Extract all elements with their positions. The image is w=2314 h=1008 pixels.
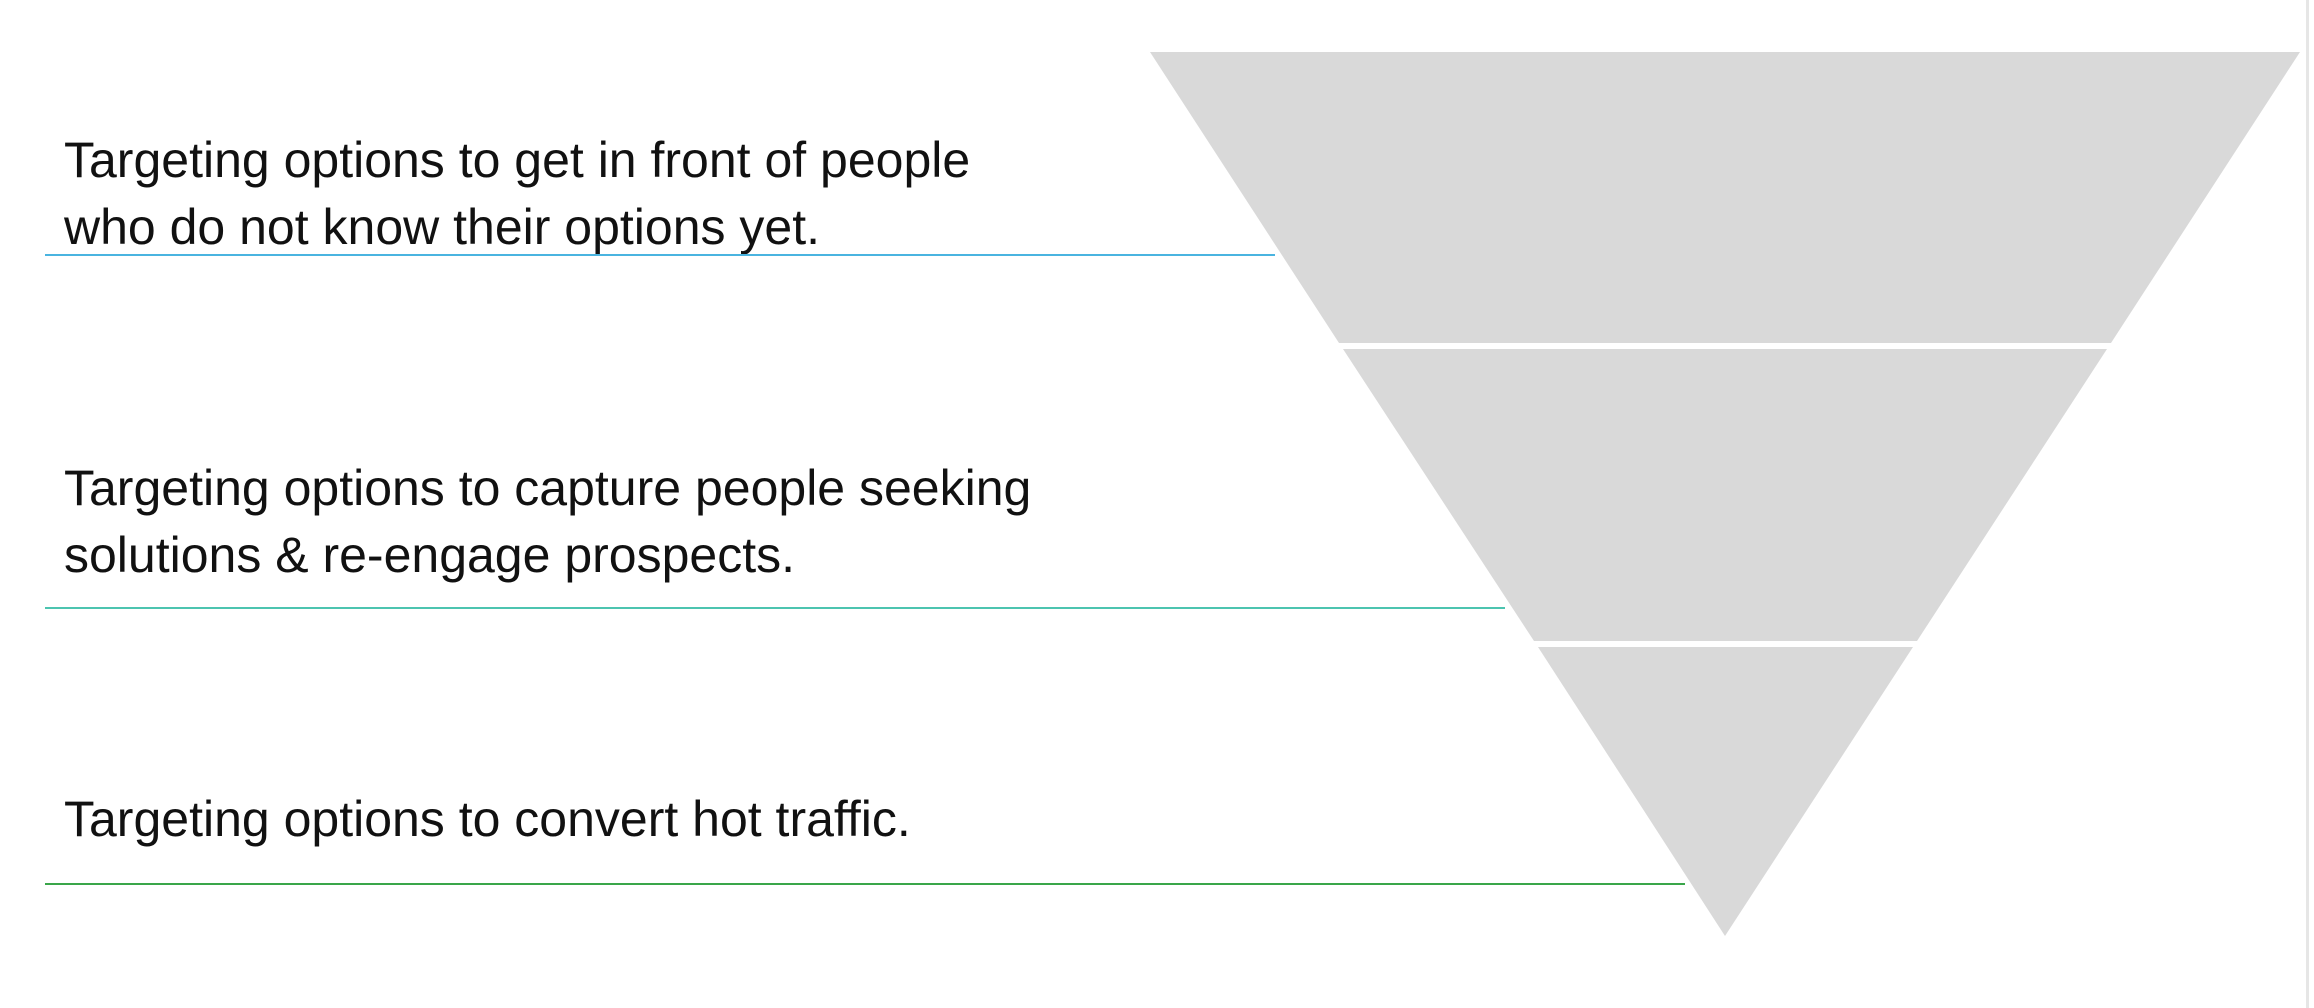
funnel-stage-2-shape [1343,349,2107,641]
stage-3-underline [45,883,1685,885]
stage-2-underline [45,607,1505,609]
stage-1-underline [45,254,1275,256]
funnel-stage-1-shape [1150,52,2300,343]
funnel-stage-3-shape [1538,647,1913,936]
page-edge-border [2306,0,2309,1008]
stage-2-label: Targeting options to capture people seek… [64,460,1032,583]
stage-1-label: Targeting options to get in front of peo… [64,132,971,255]
stage-3-label: Targeting options to convert hot traffic… [64,791,911,847]
